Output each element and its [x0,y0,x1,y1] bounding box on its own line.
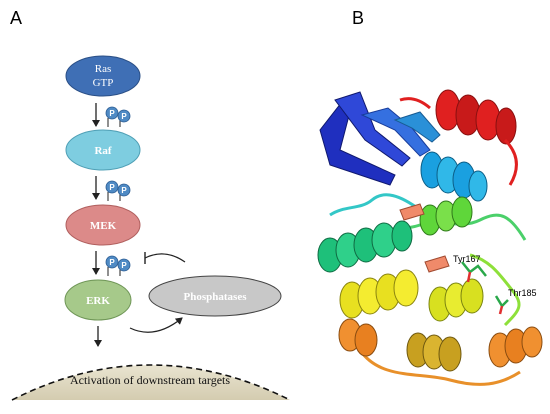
phospho-circle [105,255,119,269]
phospho-circle [105,106,119,120]
alpha-helix-gold [406,332,462,372]
phospho-group-mek: P P [105,180,131,201]
phospho-label: P [109,109,115,118]
mek-label: MEK [90,220,117,232]
raf-node: Raf [65,129,141,171]
beta-sheet [334,91,411,167]
phospho-circle [117,183,131,197]
gtp-label: GTP [93,77,114,89]
protein-structure: Tyr167 Thr185 [317,89,543,386]
panel-b-label: B [352,8,364,28]
phospho-circle [117,258,131,272]
alpha-helix-green [317,220,413,273]
alpha-helix-orange [338,318,543,368]
phospho-group-erk: P P [105,255,131,276]
phospho-label: P [121,261,127,270]
alpha-helix-yellow [339,269,484,322]
erk-node: ERK [64,279,132,321]
phospho-label: P [109,258,115,267]
downstream-dome: Activation of downstream targets [11,364,291,401]
beta-strand-salmon [399,203,425,221]
coil-loop [469,253,521,327]
panel-b: B [317,8,543,386]
phospho-label: P [121,112,127,121]
coil-loop [329,193,421,217]
phospho-label: P [121,186,127,195]
phosphatases-node: Phosphatases [148,275,282,317]
coil-loop [358,349,521,386]
panel-a: A Ras GTP P P Raf P [10,8,291,401]
activation-arc [129,317,183,333]
mek-node: MEK [65,204,141,246]
beta-sheet [360,107,431,157]
raf-label: Raf [94,145,111,157]
phospho-circle [117,109,131,123]
tyr167-sidechain [461,261,487,283]
alpha-helix-red [399,89,518,186]
beta-strand-salmon [424,255,450,273]
inhibition-arc [144,253,186,263]
phospho-label: P [109,183,115,192]
thr185-label: Thr185 [508,288,537,298]
thr185-sidechain [494,295,509,315]
panel-a-label: A [10,8,22,28]
phospho-group-raf: P P [105,106,131,127]
downstream-label: Activation of downstream targets [70,373,230,387]
alpha-helix-cyan [420,151,488,202]
beta-sheet [393,111,441,143]
ras-gtp-node: Ras GTP [65,55,141,97]
ras-label: Ras [95,63,112,75]
tyr167-label: Tyr167 [453,254,481,264]
phospho-circle [105,180,119,194]
erk-label: ERK [86,295,110,307]
phosphatases-label: Phosphatases [184,291,248,303]
alpha-helix-lime [419,196,473,236]
